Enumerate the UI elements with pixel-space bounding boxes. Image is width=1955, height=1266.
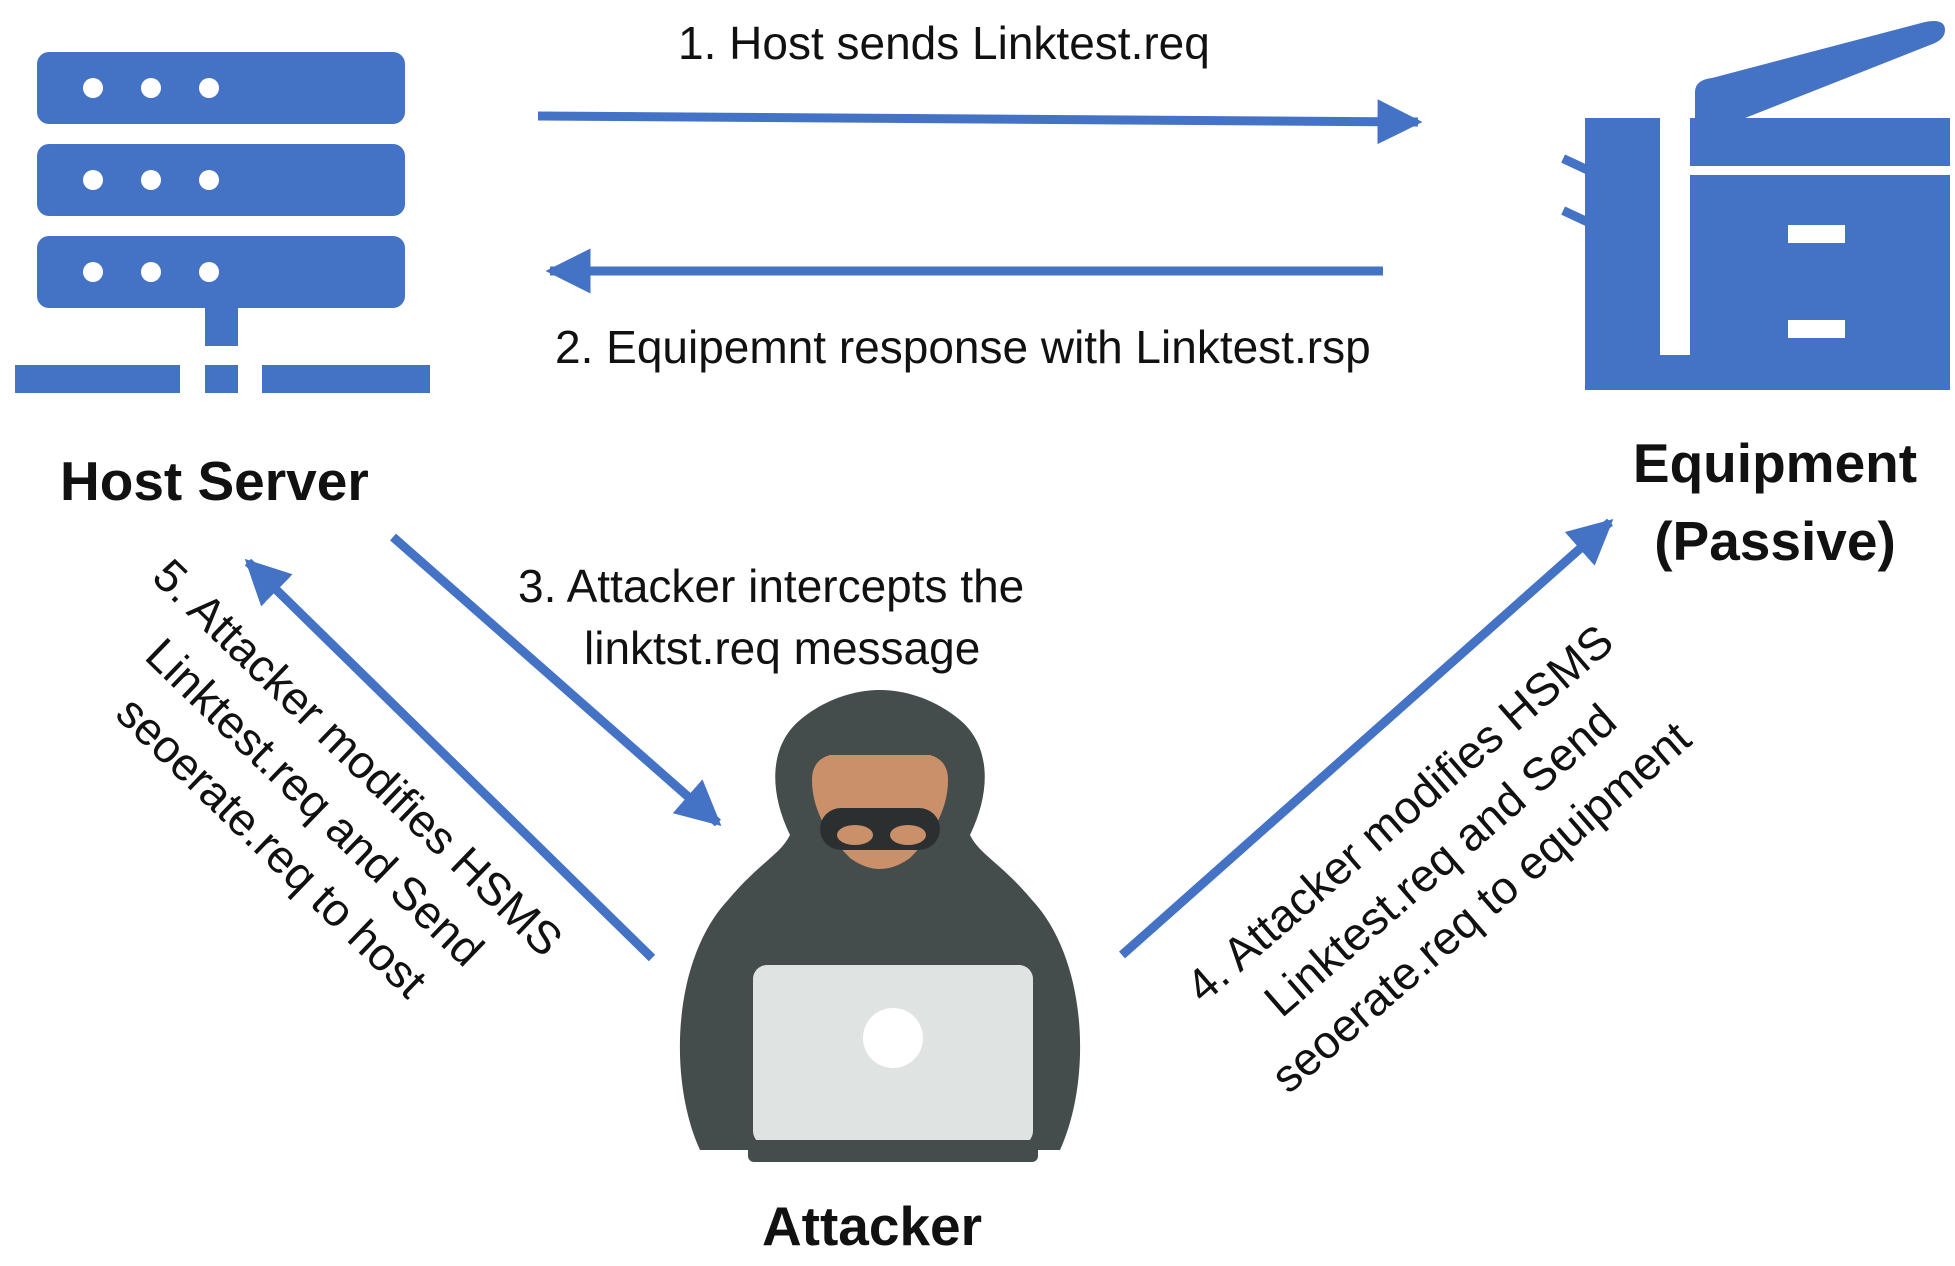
arrow-host-to-attacker (390, 533, 722, 827)
equipment-label-line1: Equipment (1632, 432, 1918, 494)
step-2-label: 2. Equipemnt response with Linktest.rsp (555, 321, 1371, 373)
arrow-host-to-equipment (537, 99, 1423, 145)
server-rack-icon (15, 52, 430, 393)
attacker-label: Attacker (761, 1195, 983, 1257)
equipment-label: Equipment (Passive) (1605, 424, 1945, 580)
equipment-label-line2: (Passive) (1654, 510, 1896, 572)
host-server-label: Host Server (60, 450, 369, 512)
step-3-label: 3. Attacker intercepts the linktst.req m… (518, 555, 1024, 679)
arrow-attacker-to-host (244, 558, 656, 962)
step-3-line1: 3. Attacker intercepts the (518, 560, 1025, 612)
industrial-equipment-icon (1561, 21, 1950, 390)
step-1-label: 1. Host sends Linktest.req (678, 17, 1210, 69)
hooded-hacker-laptop-icon (679, 690, 1081, 1162)
step-3-line2: linktst.req message (584, 622, 981, 674)
arrow-attacker-to-equipment (1119, 518, 1614, 959)
